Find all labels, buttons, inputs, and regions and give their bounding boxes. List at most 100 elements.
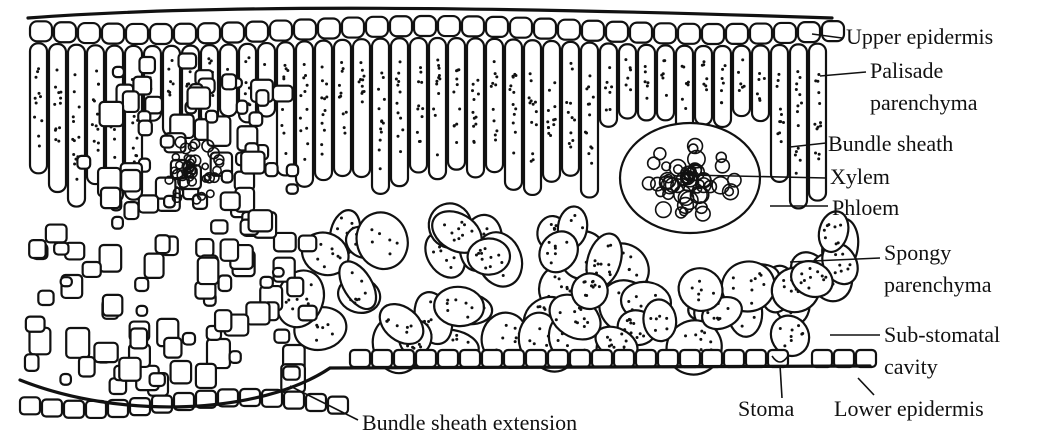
bundle-cell — [164, 196, 175, 208]
xylem-vessel — [190, 139, 199, 148]
lower-epidermis-cell — [42, 399, 62, 416]
lower-epidermis-cell — [328, 397, 348, 414]
bundle-cell — [261, 277, 273, 288]
upper-epidermis-cell — [702, 24, 724, 44]
label-bundle-sheath: Bundle sheath — [828, 131, 953, 156]
palisade-cell — [391, 38, 408, 186]
bundle-cell — [183, 333, 195, 345]
bundle-cell — [119, 358, 140, 381]
lower-epidermis-cell — [394, 350, 414, 367]
upper-epidermis-cell — [294, 20, 316, 40]
bundle-cell — [299, 306, 317, 321]
bundle-cell — [25, 354, 39, 371]
leader-stoma — [780, 365, 782, 398]
bundle-cell — [215, 310, 231, 331]
lower-epidermis-cell — [570, 350, 590, 367]
upper-epidermis-cell — [630, 23, 652, 43]
bundle-cell — [283, 366, 299, 379]
upper-epidermis-cell — [30, 21, 52, 41]
leaf-tissue-drawing — [20, 8, 876, 418]
lower-epidermis-cell — [636, 350, 656, 367]
palisade-cell — [619, 44, 636, 118]
upper-epidermis-cell — [366, 17, 388, 37]
palisade-cell — [676, 46, 693, 133]
bundle-cell — [54, 243, 68, 255]
bundle-cell — [150, 373, 165, 386]
xylem-vessel — [188, 142, 197, 151]
bundle-cell — [139, 57, 154, 73]
upper-epidermis-cell — [78, 23, 100, 43]
bundle-cell — [112, 217, 123, 229]
bundle-cell — [222, 74, 236, 89]
upper-epidermis-cell — [270, 21, 292, 41]
lower-epidermis-cell — [702, 350, 722, 367]
palisade-cell — [657, 45, 674, 120]
lower-epidermis-cell — [680, 350, 700, 367]
lower-epidermis-cell — [482, 350, 502, 367]
bundle-cell — [206, 111, 217, 123]
palisade-cell — [524, 40, 541, 195]
bundle-cell — [246, 302, 269, 324]
upper-epidermis-cell — [774, 23, 796, 43]
bundle-cell — [211, 220, 227, 233]
bundle-cell — [274, 330, 289, 343]
bundle-cell — [130, 328, 147, 348]
bundle-cell — [79, 357, 95, 376]
bundle-cell — [156, 235, 170, 253]
bundle-cell — [221, 239, 238, 260]
palisade-cell — [467, 38, 484, 177]
bundle-cell — [137, 306, 148, 316]
upper-epidermis-cell — [438, 16, 460, 36]
upper-epidermis-cell — [126, 24, 148, 44]
upper-epidermis-cell — [246, 22, 268, 42]
bundle-cell — [100, 102, 123, 126]
palisade-cell — [600, 43, 617, 126]
label-substomatal-line1: Sub-stomatal — [884, 322, 1000, 347]
upper-epidermis-cell — [198, 23, 220, 43]
bundle-cell — [274, 233, 296, 251]
lower-epidermis-cell — [284, 392, 304, 409]
palisade-cell — [752, 46, 769, 122]
bundle-cell — [241, 152, 264, 174]
bundle-cell — [83, 262, 101, 277]
bundle-cell — [164, 338, 181, 358]
lower-epidermis-cell — [834, 350, 854, 367]
upper-epidermis-cell — [582, 21, 604, 41]
bundle-cell — [101, 188, 120, 208]
lower-epidermis-cell — [460, 350, 480, 367]
bundle-cell — [299, 236, 316, 252]
bundle-cell — [230, 351, 241, 363]
lower-epidermis-cell — [768, 350, 788, 367]
bundle-cell — [219, 275, 232, 290]
bundle-cell — [46, 225, 67, 243]
bundle-cell — [125, 202, 139, 219]
lower-epidermis-cell — [20, 397, 40, 414]
lower-epidermis-cell — [152, 396, 172, 413]
lower-epidermis-cell — [548, 350, 568, 367]
bundle-cell — [221, 192, 240, 210]
xylem-vessel — [207, 190, 214, 197]
upper-epidermis-cell — [486, 17, 508, 37]
palisade-cell — [372, 39, 389, 194]
lower-epidermis-cell — [614, 350, 634, 367]
bundle-cell — [222, 171, 233, 183]
bundle-cell — [287, 164, 298, 176]
bundle-cell — [29, 240, 45, 258]
label-palisade-line1: Palisade — [870, 58, 943, 83]
upper-epidermis-cell — [414, 16, 436, 36]
bundle-cell — [145, 254, 164, 278]
bundle-cell — [121, 170, 140, 191]
bundle-cell — [249, 112, 262, 126]
label-spongy-line1: Spongy — [884, 240, 951, 265]
label-stoma: Stoma — [738, 396, 794, 421]
bundle-cell — [273, 86, 293, 102]
palisade-cell — [353, 39, 370, 177]
palisade-cell — [581, 43, 598, 198]
label-palisade-line2: parenchyma — [870, 90, 978, 115]
upper-epidermis-cell — [150, 24, 172, 44]
lower-epidermis-cell — [64, 401, 84, 418]
palisade-cell — [315, 41, 332, 180]
upper-epidermis-cell — [102, 24, 124, 44]
label-substomatal-line2: cavity — [884, 354, 938, 379]
